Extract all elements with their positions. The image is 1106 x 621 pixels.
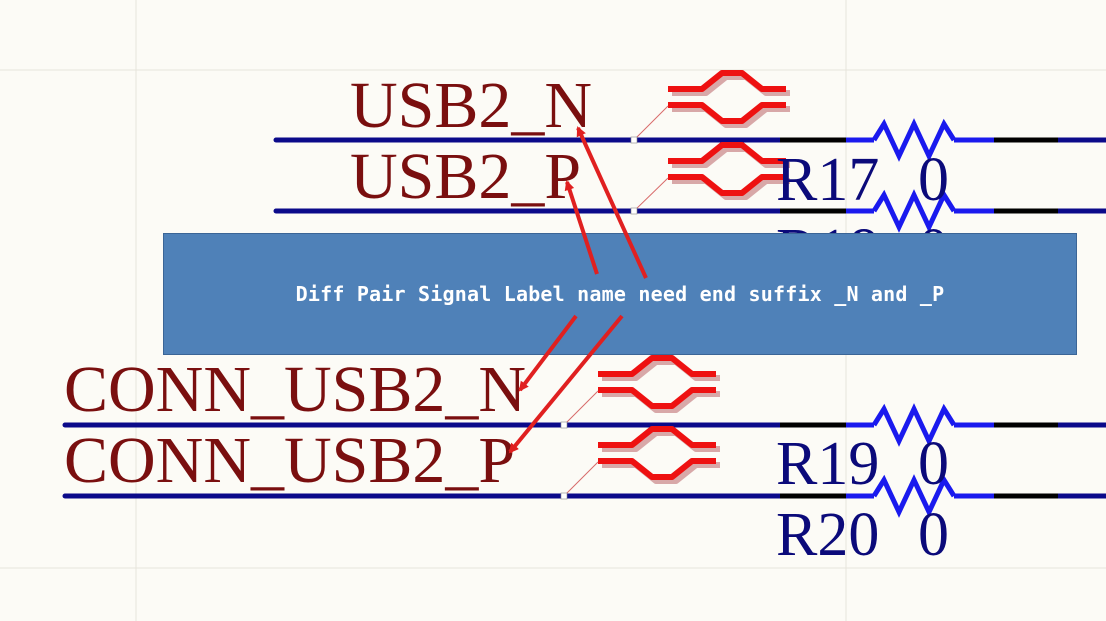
net-label-usb2-n[interactable]: USB2_N: [350, 69, 592, 142]
designator-r19-name: R19: [776, 430, 879, 498]
resistor-r18[interactable]: [780, 189, 1106, 233]
net-label-conn-usb2-n[interactable]: CONN_USB2_N: [64, 353, 526, 426]
designator-r19-value: 0: [918, 430, 949, 498]
diff-pair-directive-icon[interactable]: [563, 358, 720, 426]
designator-r19[interactable]: R19 0: [776, 430, 949, 498]
resistor-r20[interactable]: [780, 474, 1106, 518]
annotation-callout-box[interactable]: Diff Pair Signal Label name need end suf…: [163, 233, 1077, 355]
designator-r17[interactable]: R17 0: [776, 146, 949, 214]
annotation-callout-text: Diff Pair Signal Label name need end suf…: [295, 282, 945, 306]
net-label-conn-usb2-p[interactable]: CONN_USB2_P: [64, 424, 515, 497]
designator-r17-name: R17: [776, 146, 879, 214]
designator-r20-name: R20: [776, 501, 879, 569]
diff-pair-directive-icon[interactable]: [633, 145, 790, 212]
diff-pair-directive-icon[interactable]: [563, 429, 720, 497]
net-label-usb2-p[interactable]: USB2_P: [350, 140, 581, 213]
designator-r17-value: 0: [918, 146, 949, 214]
diff-pair-directive-icon[interactable]: [633, 73, 790, 141]
resistor-r19[interactable]: [780, 403, 1106, 447]
designator-r20[interactable]: R20 0: [776, 501, 949, 569]
designator-r20-value: 0: [918, 501, 949, 569]
resistor-r17[interactable]: [780, 118, 1106, 162]
